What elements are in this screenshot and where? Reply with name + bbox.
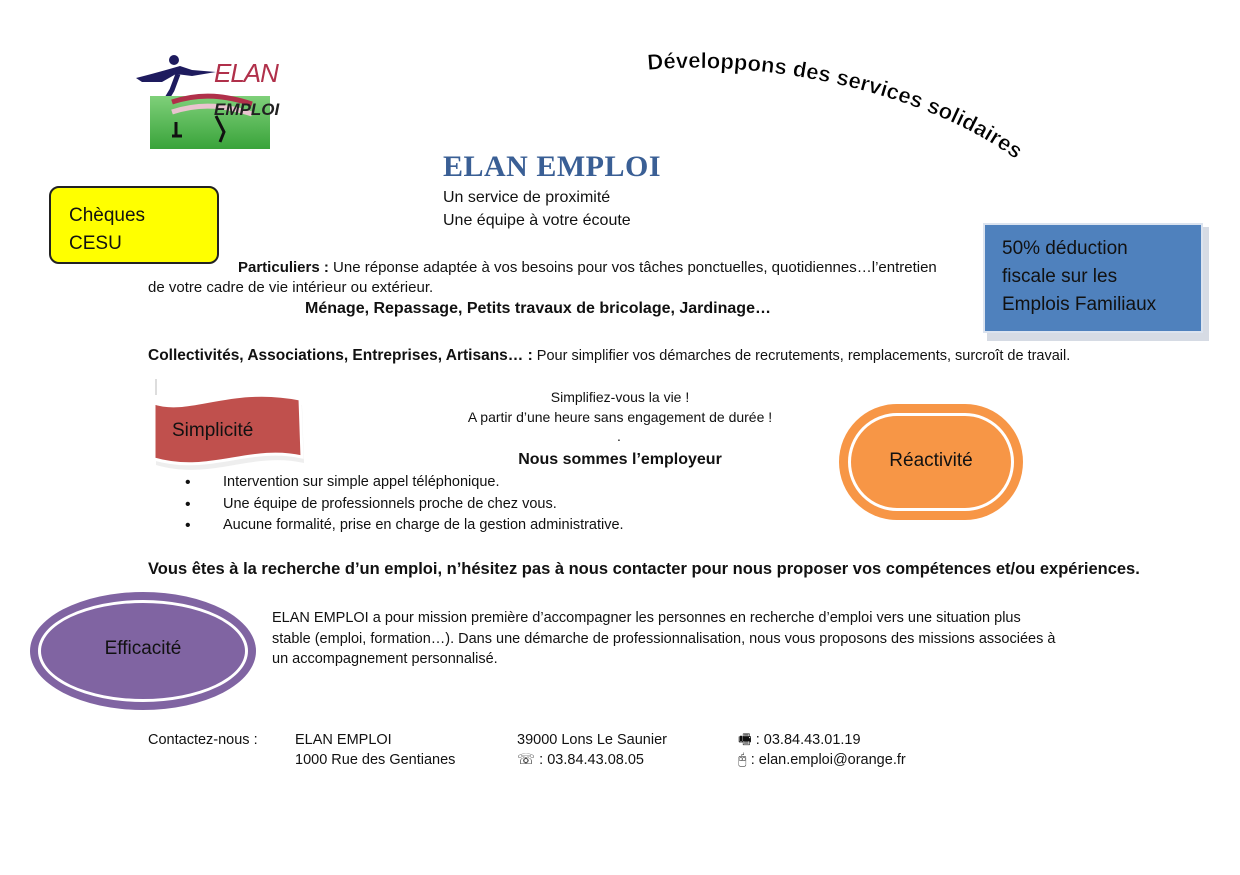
separator-dot: . xyxy=(617,428,621,444)
mission-line3: un accompagnement personnalisé. xyxy=(272,651,498,667)
simplify-line: Simplifiez-vous la vie ! xyxy=(550,389,690,405)
phone-icon: ☏ xyxy=(517,752,536,768)
tax-deduction-box: 50% déduction fiscale sur les Emplois Fa… xyxy=(983,223,1209,341)
tax-line3: Emplois Familiaux xyxy=(1002,294,1157,315)
efficacite-label: Efficacité xyxy=(104,638,182,659)
list-item: Intervention sur simple appel téléphoniq… xyxy=(185,472,624,494)
fax-icon: 🖷 xyxy=(738,732,752,748)
logo-text-emploi: EMPLOI xyxy=(214,100,280,119)
no-commitment-line: A partir d’une heure sans engagement de … xyxy=(467,409,773,425)
fax-number: : 03.84.43.01.19 xyxy=(751,732,861,748)
services-list: Ménage, Repassage, Petits travaux de bri… xyxy=(305,300,771,317)
particuliers-text-2: de votre cadre de vie intérieur ou extér… xyxy=(148,279,434,296)
logo-text-elan: ELAN xyxy=(214,58,279,88)
efficacite-badge: Efficacité xyxy=(30,592,256,710)
collectivites-paragraph: Collectivités, Associations, Entreprises… xyxy=(148,347,1148,365)
job-seekers-heading: Vous êtes à la recherche d’un emploi, n’… xyxy=(148,560,1140,578)
contact-email: 🖰 : elan.emploi@orange.fr xyxy=(738,750,906,770)
list-item: Une équipe de professionnels proche de c… xyxy=(185,494,624,516)
cesu-line1: Chèques xyxy=(69,205,146,226)
subtitle-ecoute: Une équipe à votre écoute xyxy=(443,212,631,229)
phone-number[interactable]: : 03.84.43.08.05 xyxy=(535,752,644,768)
list-item: Aucune formalité, prise en charge de la … xyxy=(185,515,624,537)
slogan-text: Développons des services solidaires xyxy=(646,48,1027,164)
reactivite-badge: Réactivité xyxy=(839,404,1023,520)
particuliers-text-1: Une réponse adaptée à vos besoins pour v… xyxy=(328,259,937,276)
benefits-list: Intervention sur simple appel téléphoniq… xyxy=(185,472,624,537)
mouse-icon: 🖰 xyxy=(738,752,747,768)
contact-label: Contactez-nous : xyxy=(148,732,258,748)
particuliers-label: Particuliers : xyxy=(238,259,329,276)
cesu-box: Chèques CESU xyxy=(49,186,219,264)
cesu-line2: CESU xyxy=(69,233,122,254)
slogan-arc: Développons des services solidaires xyxy=(646,48,1028,164)
elan-emploi-logo: ELAN EMPLOI xyxy=(132,52,279,152)
tax-line1: 50% déduction xyxy=(1002,238,1128,259)
page-title: ELAN EMPLOI xyxy=(443,150,662,183)
email-link[interactable]: : elan.emploi@orange.fr xyxy=(746,752,906,768)
contact-name: ELAN EMPLOI xyxy=(295,732,392,748)
mission-line2: stable (emploi, formation…). Dans une dé… xyxy=(272,630,1056,647)
reactivite-label: Réactivité xyxy=(889,450,973,471)
tax-line2: fiscale sur les xyxy=(1002,266,1118,287)
particuliers-paragraph: Particuliers : Une réponse adaptée à vos… xyxy=(148,258,978,298)
mission-paragraph: ELAN EMPLOI a pour mission première d’ac… xyxy=(272,608,1112,670)
employer-heading: Nous sommes l’employeur xyxy=(518,451,722,468)
contact-phone: ☏ : 03.84.43.08.05 xyxy=(517,750,644,770)
contact-city: 39000 Lons Le Saunier xyxy=(517,732,667,748)
simplicite-label: Simplicité xyxy=(172,420,254,441)
contact-fax: 🖷 : 03.84.43.01.19 xyxy=(738,730,861,750)
simplicite-flag-shape xyxy=(152,379,304,470)
contact-street: 1000 Rue des Gentianes xyxy=(295,752,456,768)
collectivites-label: Collectivités, Associations, Entreprises… xyxy=(148,347,533,364)
collectivites-text: Pour simplifier vos démarches de recrute… xyxy=(532,348,1071,364)
mission-line1: ELAN EMPLOI a pour mission première d’ac… xyxy=(272,610,1021,626)
subtitle-proximite: Un service de proximité xyxy=(443,189,611,206)
logo-stripes-icon xyxy=(171,93,253,143)
